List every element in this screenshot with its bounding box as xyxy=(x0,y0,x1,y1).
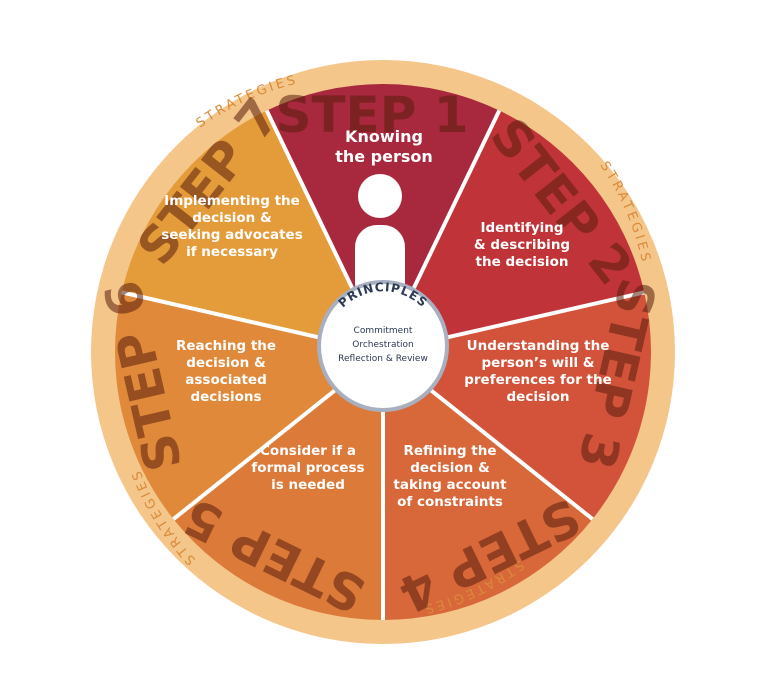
principle-commitment: Commitment xyxy=(354,326,413,336)
step-4-description-line: decision & xyxy=(410,460,490,476)
step-5-segment xyxy=(173,352,383,620)
step-5-description-line: is needed xyxy=(271,477,345,493)
step-4-description-line: of constraints xyxy=(397,494,503,510)
step-6-description-line: decisions xyxy=(190,389,261,405)
step-2-description-line: & describing xyxy=(474,237,570,253)
step-3-description-line: person’s will & xyxy=(481,355,594,371)
step-2-description-line: Identifying xyxy=(480,220,563,236)
principle-orchestration: Orchestration xyxy=(352,340,413,350)
step-1-description-line: the person xyxy=(335,147,433,166)
principles-hub xyxy=(317,280,449,412)
step-2-description-line: the decision xyxy=(476,254,569,270)
step-3-description-line: decision xyxy=(507,389,570,405)
step-4-description-line: taking account xyxy=(393,477,507,493)
step-3-description-line: preferences for the xyxy=(464,372,612,388)
step-7-description-line: Implementing the xyxy=(164,193,300,209)
step-segments xyxy=(115,84,651,620)
step-1-description-line: Knowing xyxy=(345,127,423,146)
step-7-segment xyxy=(121,110,383,352)
step-5-description-line: formal process xyxy=(251,460,364,476)
step-5-description-line: Consider if a xyxy=(260,443,356,459)
step-2-segment xyxy=(383,110,645,352)
step-6-description-line: associated xyxy=(185,372,266,388)
step-7-description-line: if necessary xyxy=(186,244,278,260)
step-1-label: STEP 1 xyxy=(275,86,468,144)
step-7-description-line: decision & xyxy=(192,210,272,226)
step-6-description-line: Reaching the xyxy=(176,338,276,354)
step-3-description-line: Understanding the xyxy=(467,338,610,354)
step-6-segment xyxy=(115,292,384,520)
step-6-description-line: decision & xyxy=(186,355,266,371)
step-4-description-line: Refining the xyxy=(404,443,497,459)
principle-reflection-review: Reflection & Review xyxy=(338,354,428,364)
step-7-description-line: seeking advocates xyxy=(161,227,303,243)
step-4-segment xyxy=(383,352,593,620)
step-3-segment xyxy=(383,292,651,520)
step-1-segment xyxy=(266,84,500,353)
